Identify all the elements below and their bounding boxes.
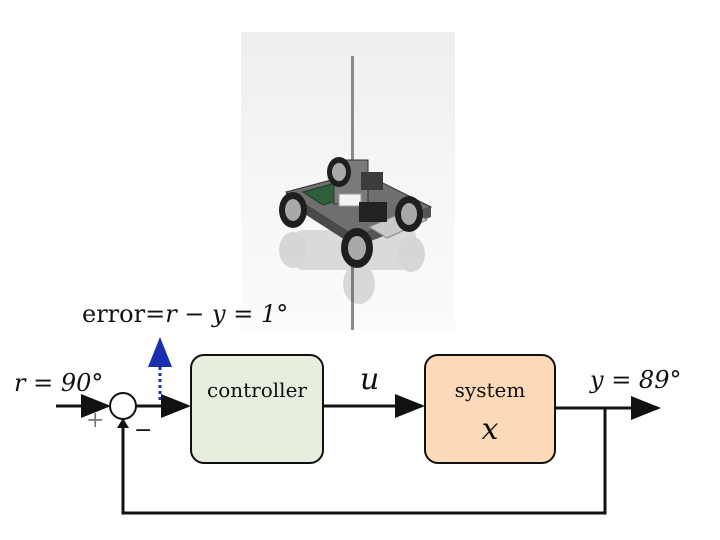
controller-label: controller: [207, 378, 307, 402]
system-block: system x: [424, 354, 556, 464]
control-signal-label: u: [360, 362, 380, 397]
robot-illustration: [279, 56, 433, 330]
feedback-arrowhead: [117, 418, 129, 428]
controller-block: controller: [190, 354, 324, 464]
system-state-label: x: [481, 412, 499, 447]
robot-image: [241, 32, 455, 330]
error-label-text: error=: [82, 300, 166, 328]
output-label: y = 89°: [590, 366, 682, 394]
feedback-path: [121, 408, 607, 515]
reference-label: r = 90°: [14, 369, 104, 397]
system-label: system: [454, 378, 526, 402]
summing-junction: [109, 392, 137, 420]
plus-sign: +: [86, 408, 105, 433]
error-label: error=r − y = 1°: [82, 300, 288, 328]
error-expression: r − y = 1°: [165, 300, 289, 328]
minus-sign: −: [134, 418, 153, 443]
